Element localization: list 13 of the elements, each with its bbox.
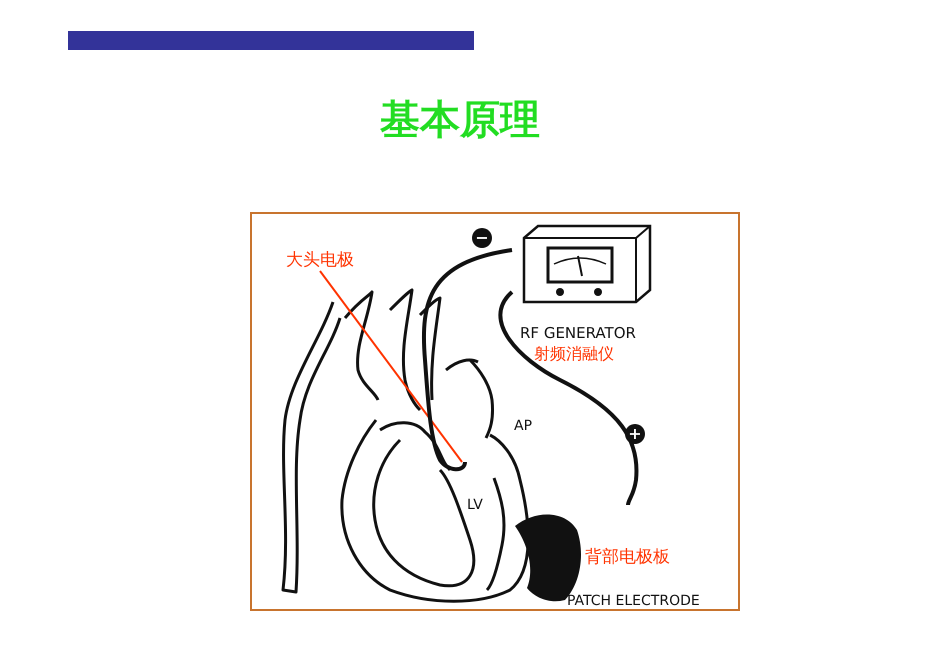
- cable: [498, 290, 638, 506]
- anatomy-label: AP: [514, 418, 532, 434]
- leader-line: [319, 270, 463, 463]
- polarity-sign: −: [472, 228, 492, 248]
- electrode-label: 大头电极: [286, 248, 370, 270]
- device-label: PATCH ELECTRODE: [567, 593, 700, 609]
- cable: [422, 248, 512, 472]
- polarity-sign: +: [625, 424, 645, 444]
- electrode-label: 背部电极板: [585, 546, 670, 568]
- device-label: RF GENERATOR: [520, 324, 636, 342]
- title: 基本原理: [380, 96, 540, 145]
- anatomy-label: LV: [467, 497, 483, 513]
- device-label: 射频消融仪: [534, 344, 614, 365]
